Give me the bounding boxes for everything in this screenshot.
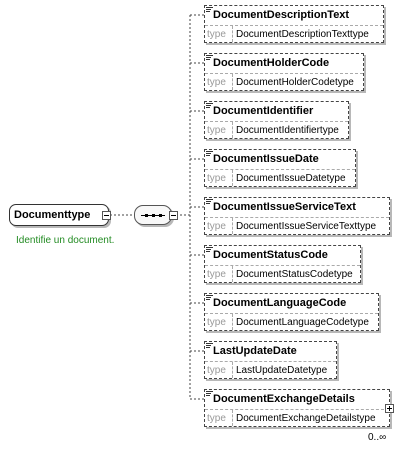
type-divider	[232, 218, 233, 234]
child-element-name: DocumentExchangeDetails	[213, 393, 355, 405]
element-lines-icon	[206, 343, 213, 349]
element-separator	[205, 217, 389, 218]
sequence-dot	[145, 214, 148, 217]
child-element-type: DocumentHolderCodetype	[236, 77, 354, 88]
child-element-name: DocumentHolderCode	[213, 57, 330, 69]
type-divider	[232, 362, 233, 378]
sequence-collapse-button[interactable]	[169, 211, 178, 220]
type-divider	[232, 314, 233, 330]
element-lines-icon	[206, 247, 213, 253]
child-element-type: DocumentDescriptionTexttype	[236, 29, 369, 40]
sequence-dot	[159, 214, 162, 217]
element-lines-icon	[206, 391, 213, 397]
child-element-type: DocumentExchangeDetailstype	[236, 413, 376, 424]
occurrence-label: 0..∞	[368, 432, 387, 443]
type-label: type	[207, 365, 226, 376]
type-label: type	[207, 269, 226, 280]
type-divider	[232, 74, 233, 90]
element-lines-icon	[206, 7, 213, 13]
child-element-name: DocumentIdentifier	[213, 105, 314, 117]
sequence-dot	[152, 214, 155, 217]
type-label: type	[207, 125, 226, 136]
element-separator	[205, 265, 360, 266]
root-element-box[interactable]: Documenttype	[9, 204, 111, 226]
child-element-name: DocumentIssueDate	[213, 153, 319, 165]
root-element-name: Documenttype	[14, 209, 91, 221]
child-element-type: LastUpdateDatetype	[236, 365, 328, 376]
type-divider	[232, 170, 233, 186]
child-element-name: DocumentIssueServiceText	[213, 201, 356, 213]
expand-button[interactable]	[385, 404, 394, 413]
child-element-type: DocumentIdentifiertype	[236, 125, 339, 136]
element-separator	[205, 169, 355, 170]
type-divider	[232, 122, 233, 138]
root-annotation: Identifie un document.	[16, 235, 115, 246]
element-separator	[205, 313, 378, 314]
type-label: type	[207, 77, 226, 88]
child-element-name: DocumentStatusCode	[213, 249, 328, 261]
type-label: type	[207, 173, 226, 184]
child-element-name: LastUpdateDate	[213, 345, 297, 357]
sequence-compositor[interactable]	[134, 205, 178, 225]
type-divider	[232, 26, 233, 42]
child-element-type: DocumentLanguageCodetype	[236, 317, 369, 328]
element-separator	[205, 121, 348, 122]
type-label: type	[207, 413, 226, 424]
element-lines-icon	[206, 151, 213, 157]
child-element-type: DocumentIssueServiceTexttype	[236, 221, 377, 232]
child-element-type: DocumentIssueDatetype	[236, 173, 346, 184]
type-label: type	[207, 221, 226, 232]
element-lines-icon	[206, 199, 213, 205]
type-label: type	[207, 317, 226, 328]
element-lines-icon	[206, 103, 213, 109]
root-collapse-button[interactable]	[102, 211, 111, 220]
element-separator	[205, 73, 363, 74]
element-lines-icon	[206, 295, 213, 301]
element-separator	[205, 361, 336, 362]
child-element-name: DocumentLanguageCode	[213, 297, 347, 309]
type-divider	[232, 410, 233, 426]
child-element-type: DocumentStatusCodetype	[236, 269, 353, 280]
element-separator	[205, 409, 389, 410]
element-separator	[205, 25, 383, 26]
element-lines-icon	[206, 55, 213, 61]
type-label: type	[207, 29, 226, 40]
child-element-name: DocumentDescriptionText	[213, 9, 350, 21]
type-divider	[232, 266, 233, 282]
